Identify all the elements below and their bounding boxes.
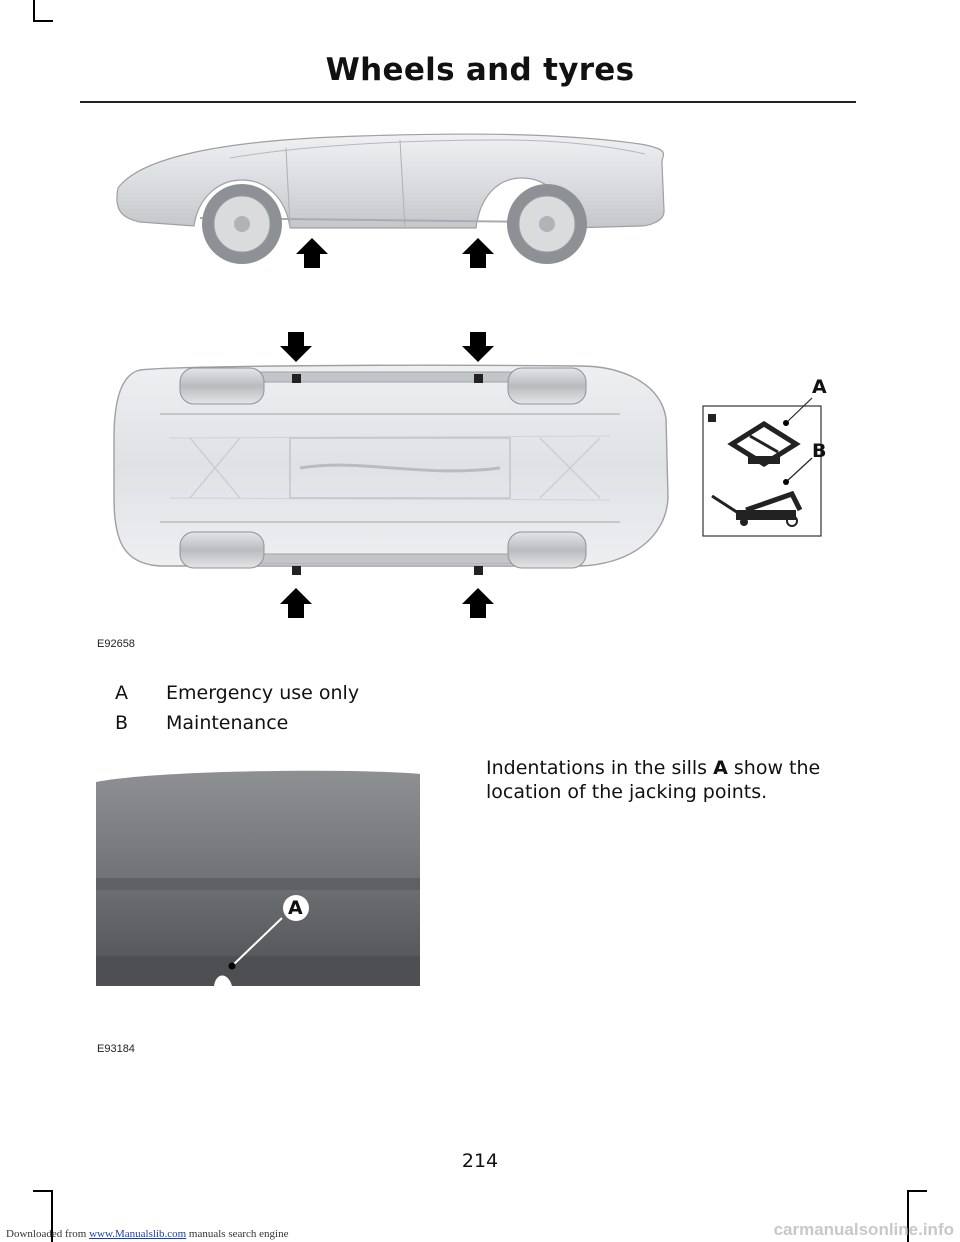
arrow-down-icon: [280, 332, 312, 362]
arrow-up-icon: [462, 238, 494, 268]
arrow-down-icon: [462, 332, 494, 362]
crop-mark: [33, 0, 35, 22]
crop-mark: [33, 1190, 53, 1192]
callout-label-b: B: [812, 440, 827, 462]
legend-text: Maintenance: [166, 712, 289, 734]
jack-point-marker: [474, 374, 483, 383]
jack-point-marker: [292, 566, 301, 575]
legend-letter: A: [115, 682, 128, 704]
footer-text: manuals search engine: [186, 1228, 289, 1240]
car-side-view: [116, 133, 665, 264]
crop-mark: [51, 1190, 53, 1242]
jack-types-inset: [702, 397, 822, 537]
arrow-up-icon: [296, 238, 328, 268]
arrow-up-icon: [462, 588, 494, 618]
arrow-up-icon: [280, 588, 312, 618]
jacking-points-figure: [113, 133, 822, 618]
description-text: Indentations in the sills: [486, 757, 714, 779]
callout-label-a: A: [288, 897, 303, 919]
manualslib-link[interactable]: www.Manualslib.com: [89, 1228, 187, 1240]
header-divider: [80, 101, 856, 103]
page-title: Wheels and tyres: [325, 52, 635, 88]
footer-text: Downloaded from: [6, 1228, 90, 1240]
page-number: 214: [461, 1150, 499, 1172]
watermark: carmanualsonline.info: [773, 1220, 954, 1239]
jack-point-marker: [292, 374, 301, 383]
figure-code: E93184: [97, 1043, 135, 1055]
sill-indentation-figure: [96, 760, 420, 992]
jack-point-marker: [474, 566, 483, 575]
callout-label-a: A: [812, 376, 827, 398]
figure-code: E92658: [97, 638, 135, 650]
download-footer: Downloaded from www.Manualslib.com manua…: [6, 1228, 288, 1240]
car-underbody-view: [113, 364, 669, 575]
legend-text: Emergency use only: [166, 682, 360, 704]
description-text: show the location of the jacking points.: [486, 757, 821, 803]
crop-mark: [33, 20, 53, 22]
trolley-jack-icon: [711, 490, 803, 527]
crop-mark: [907, 1190, 909, 1242]
legend-letter: B: [115, 712, 129, 734]
crop-mark: [907, 1190, 927, 1192]
jacking-points-description: Indentations in the sills A show the loc…: [486, 756, 856, 804]
scissor-jack-icon: [727, 421, 801, 467]
description-callout: A: [713, 757, 728, 779]
